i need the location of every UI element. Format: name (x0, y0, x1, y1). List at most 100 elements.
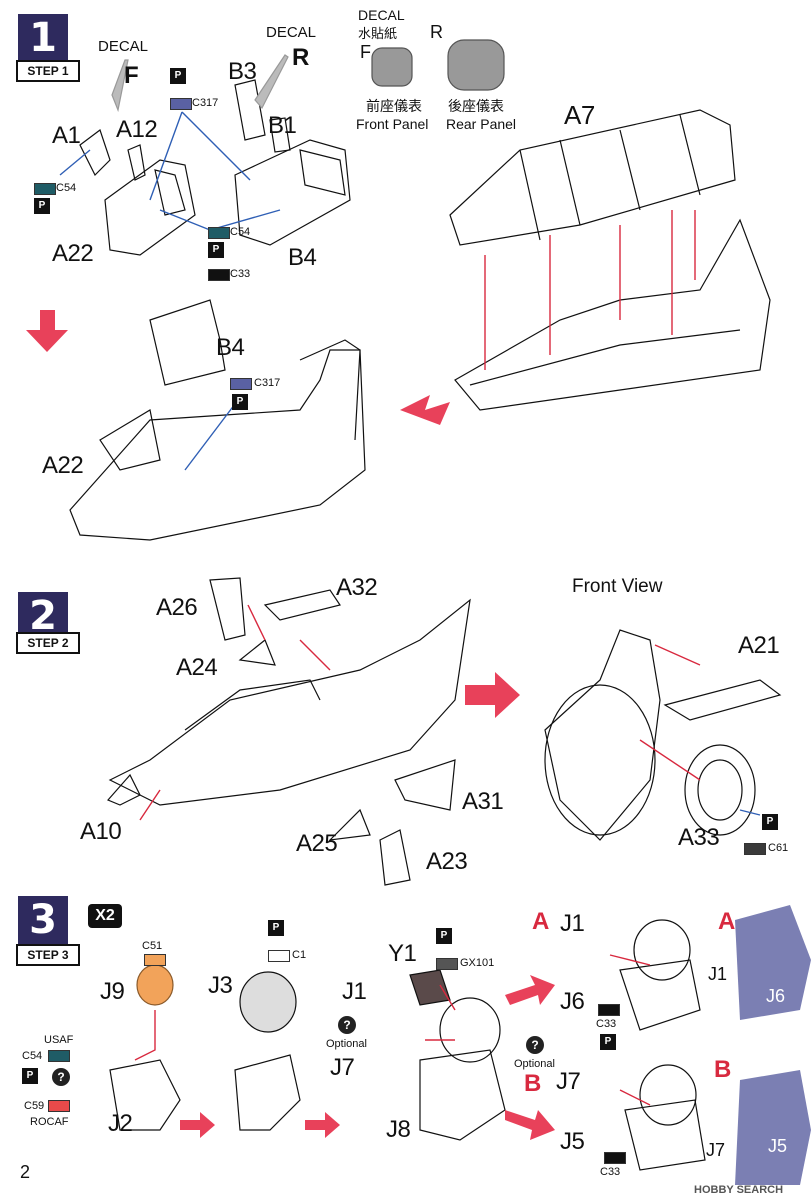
part-a24-shape (238, 639, 276, 666)
paint-chip-c317 (170, 98, 192, 110)
optional-label: Optional (326, 1038, 367, 1050)
figure-j-body-1 (419, 1049, 506, 1141)
part-b3-shape (234, 79, 266, 141)
usaf-label: USAF (44, 1034, 74, 1046)
paint-c1: C1 (292, 949, 307, 961)
paint-c33-a: C33 (596, 1018, 617, 1030)
part-a1-shape (79, 129, 111, 177)
part-a25: A25 (296, 830, 338, 857)
paint-chip-gx101 (436, 958, 458, 970)
paint-brush-icon: P (170, 68, 186, 84)
part-a26-shape (209, 577, 246, 641)
part-a32-shape (263, 589, 341, 621)
part-a22: A22 (52, 240, 94, 267)
part-a12: A12 (116, 116, 158, 143)
part-a10: A10 (80, 818, 122, 845)
rear-panel-en: Rear Panel (446, 116, 517, 132)
photo-j5-label: J5 (768, 1136, 788, 1156)
part-j2: J2 (108, 1110, 133, 1137)
rear-letter: R (430, 22, 443, 42)
paint-chip-c61 (744, 843, 766, 855)
part-b4: B4 (288, 244, 317, 271)
part-a25-shape (328, 808, 371, 841)
paint-gx101: GX101 (460, 957, 495, 969)
rear-panel-shape (447, 39, 505, 91)
help-icon: ? (52, 1068, 70, 1086)
paint-brush-icon: P (268, 920, 284, 936)
part-a7: A7 (564, 100, 595, 130)
part-j1-a: J1 (560, 910, 585, 937)
part-a31-shape (394, 759, 456, 811)
paint-c59: C59 (24, 1100, 45, 1112)
decal-f-title: DECAL (98, 38, 149, 55)
part-a1: A1 (52, 122, 81, 149)
fuselage-step2 (108, 598, 471, 806)
photo-j7-j5 (735, 1070, 811, 1185)
quantity-badge: X2 (88, 904, 122, 928)
part-a22-lower-label: A22 (42, 452, 84, 479)
paint-chip-c1 (268, 950, 290, 962)
decal-r-shape (254, 54, 289, 110)
part-y1-visor (409, 969, 451, 1006)
paint-brush-icon: P (436, 928, 452, 944)
arrow-step3-1 (180, 1112, 215, 1138)
arrow-down-step1 (26, 310, 68, 352)
paint-brush-icon: P (22, 1068, 38, 1084)
front-view-label: Front View (572, 576, 663, 597)
paint-chip-c33-a (598, 1004, 620, 1016)
paint-chip-c54-b (208, 227, 230, 239)
help-icon: ? (526, 1036, 544, 1054)
part-j5-b: J5 (560, 1128, 585, 1155)
part-b3: B3 (228, 58, 257, 85)
part-a33-wheel (684, 744, 756, 836)
part-b4-lower (149, 299, 226, 386)
decal-r-title: DECAL (266, 24, 317, 41)
paint-brush-icon: P (232, 394, 248, 410)
help-icon: ? (338, 1016, 356, 1034)
arrow-step1-right (400, 395, 450, 425)
paint-c317-b: C317 (254, 377, 281, 389)
arrow-step3-a (505, 975, 555, 1005)
part-a21-shape (663, 679, 782, 721)
figure-b-body (624, 1099, 706, 1171)
part-j7-b: J7 (556, 1068, 581, 1095)
part-b1: B1 (268, 112, 297, 139)
variant-a-label: A (532, 908, 549, 935)
figure-b-helmet (639, 1064, 697, 1126)
part-j7: J7 (330, 1054, 355, 1081)
part-a24: A24 (176, 654, 218, 681)
decal-r-letter: R (292, 44, 309, 71)
part-j9: J9 (100, 978, 125, 1005)
part-a7-shape (449, 109, 736, 246)
part-a23-shape (379, 829, 411, 886)
step-3-number: 3 (18, 896, 68, 944)
front-panel-en: Front Panel (356, 116, 429, 132)
figure-j3-body (234, 1054, 301, 1131)
variant-a-photo-label: A (718, 908, 735, 935)
figure-j1-helmet (439, 997, 501, 1063)
part-j1: J1 (342, 978, 367, 1005)
page-number: 2 (20, 1162, 31, 1182)
part-j9-head (136, 964, 174, 1006)
arrow-step3-b (505, 1110, 555, 1140)
decal-f-letter: F (124, 62, 139, 89)
paint-c54-b: C54 (230, 226, 251, 238)
paint-chip-c317-b (230, 378, 252, 390)
part-j3-helmet (239, 971, 297, 1033)
paint-chip-c33-b (604, 1152, 626, 1164)
part-j3: J3 (208, 972, 233, 999)
part-b4-lower-label: B4 (216, 334, 245, 361)
part-a23: A23 (426, 848, 468, 875)
part-b1-shape (269, 117, 291, 153)
arrow-step2-right (465, 672, 520, 718)
paint-c33: C33 (230, 268, 251, 280)
part-a21: A21 (738, 632, 780, 659)
paint-chip-c51 (144, 954, 166, 966)
watermark: HOBBY SEARCH (694, 1184, 784, 1196)
variant-b-label: B (524, 1070, 541, 1097)
optional-label-b: Optional (514, 1058, 555, 1070)
front-view-shape (544, 629, 661, 841)
paint-brush-icon: P (762, 814, 778, 830)
rear-panel-cn: 後座儀表 (448, 98, 504, 114)
paint-brush-icon: P (208, 242, 224, 258)
